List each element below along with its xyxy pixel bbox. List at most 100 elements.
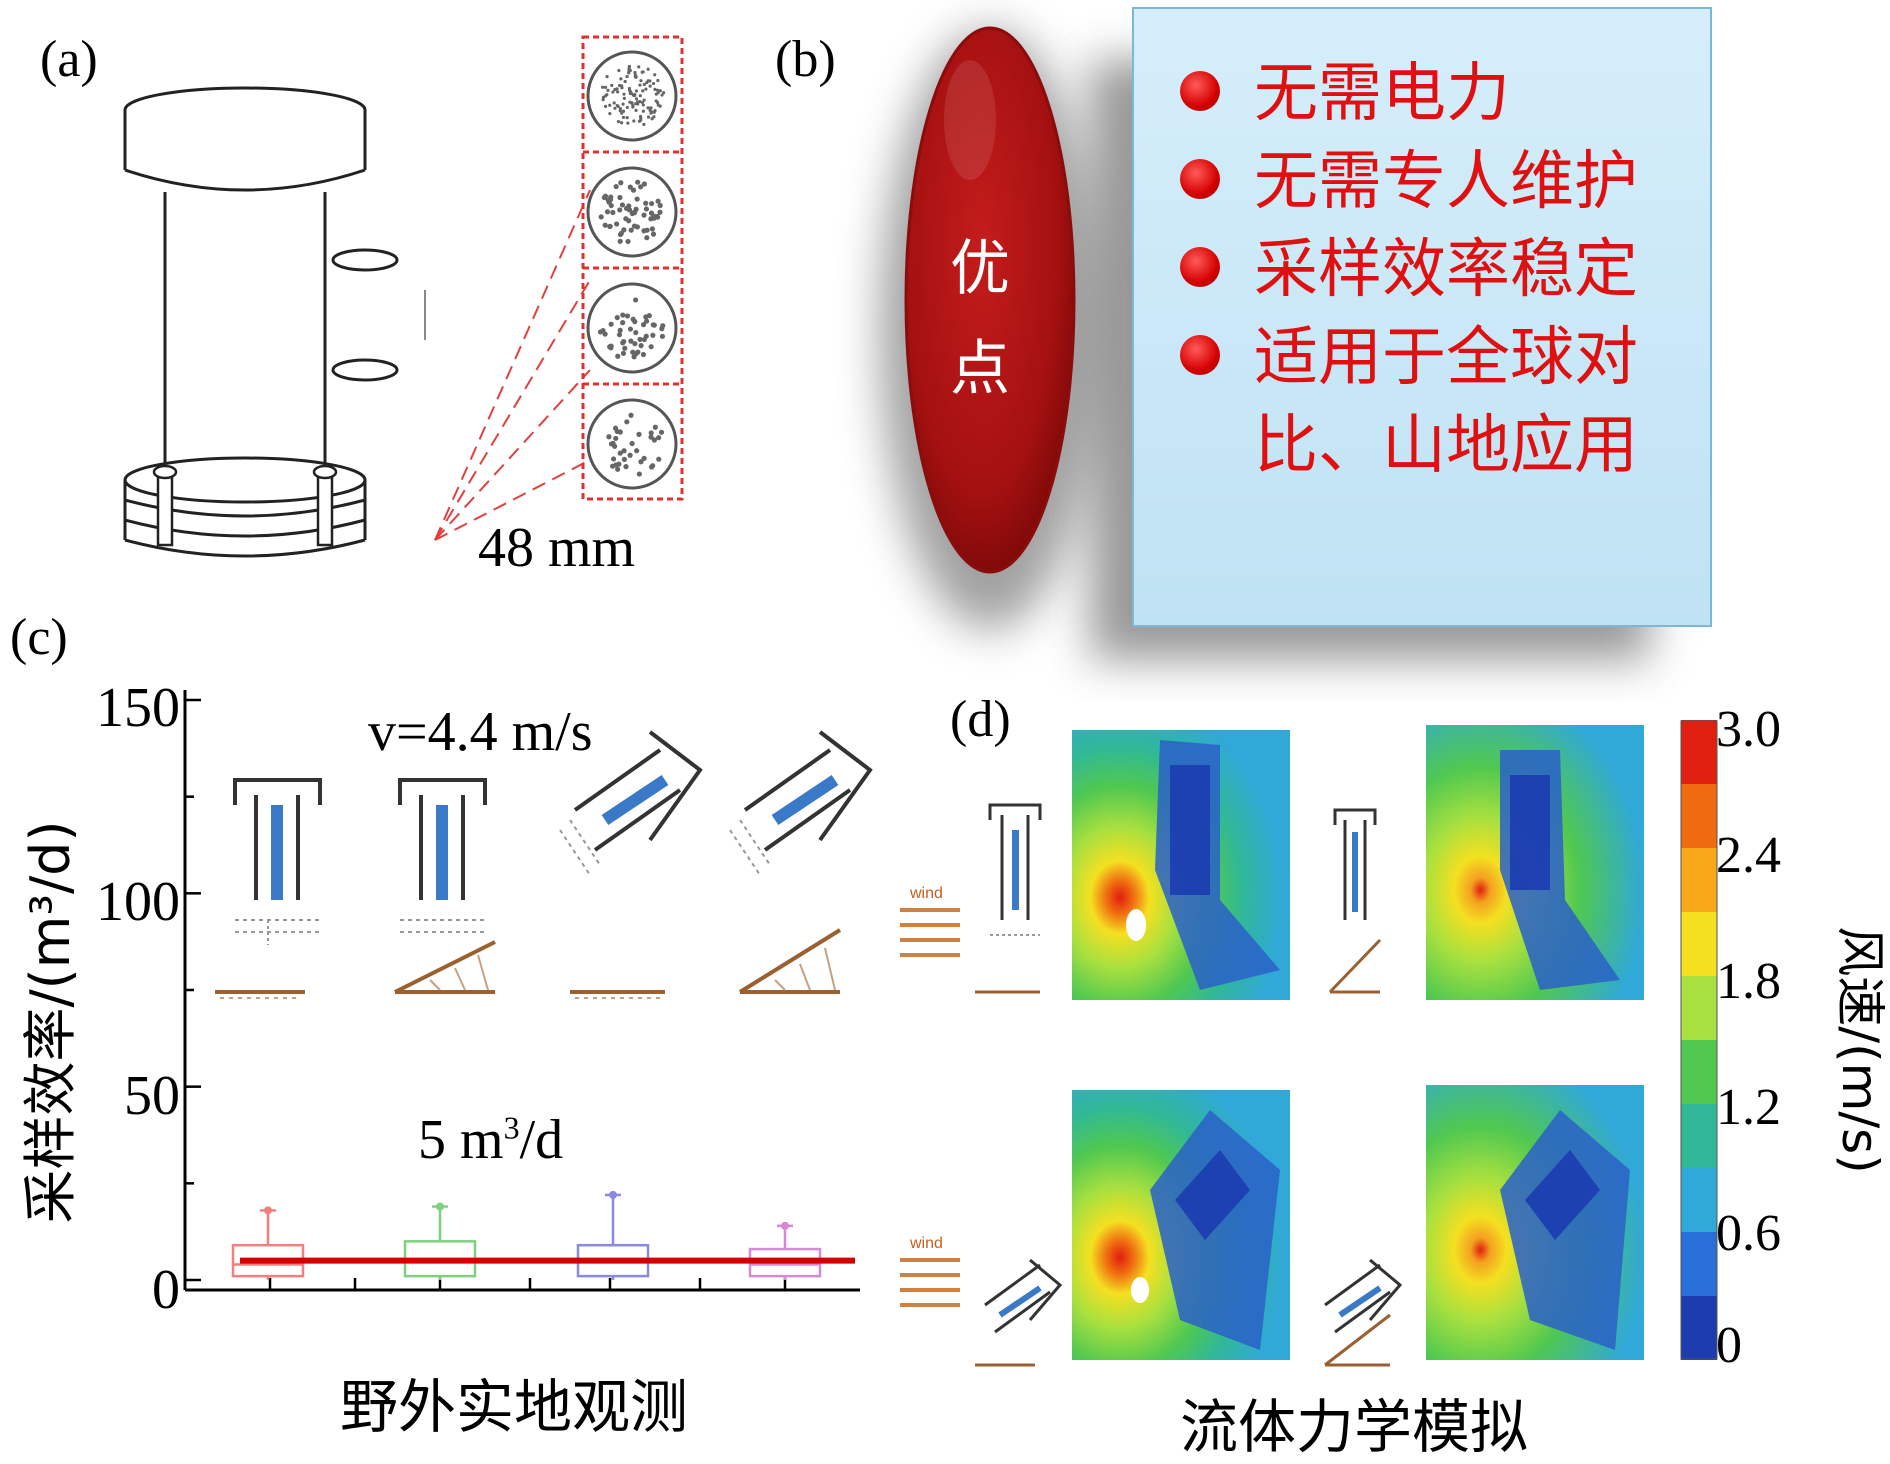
disc-hole: [608, 441, 615, 447]
disc-hole: [623, 79, 627, 84]
disc-hole: [616, 104, 620, 108]
box-outlier: [264, 1206, 272, 1215]
disc-hole: [650, 117, 654, 121]
filter-discs: [581, 35, 684, 501]
panel-c-label: (c): [10, 609, 68, 666]
disc-hole: [639, 79, 643, 83]
rate-annotation: 5 m3/d: [418, 1109, 564, 1171]
disc-hole: [652, 424, 658, 430]
disc-hole: [634, 196, 640, 202]
bullet-dot-icon: [1180, 335, 1220, 376]
colorbar-band: [1681, 1168, 1717, 1233]
disc-hole: [641, 455, 647, 461]
disc-hole: [655, 198, 661, 204]
disc-hole: [653, 87, 657, 91]
disc-hole: [631, 93, 636, 97]
disc-hole: [641, 181, 648, 187]
colorbar-tick: 0.6: [1716, 1205, 1781, 1262]
colorbar-band: [1681, 784, 1717, 849]
disc-hole: [604, 94, 608, 98]
disc-hole: [603, 104, 608, 108]
disc-hole: [630, 101, 634, 105]
disc-hole: [632, 119, 636, 123]
disc-hole: [643, 200, 649, 206]
disc-hole: [625, 74, 629, 79]
disc-hole: [646, 67, 650, 71]
disc-hole: [638, 343, 644, 349]
disc-hole: [620, 350, 627, 356]
disc-hole: [654, 99, 658, 103]
ellipse-title-char-1: 优: [950, 234, 1010, 304]
sampler-drawing: [123, 86, 591, 558]
y-tick-label: 100: [96, 871, 180, 933]
disc-hole: [617, 238, 623, 244]
disc-hole: [617, 327, 623, 333]
disc-hole: [643, 333, 649, 339]
advantage-item: 采样效率稳定: [1180, 238, 1638, 302]
disc-hole: [627, 184, 633, 190]
disc-hole: [625, 105, 629, 110]
disc-hole: [618, 107, 623, 111]
disc-hole: [612, 425, 619, 431]
panel-d-label: (d): [950, 691, 1011, 748]
disc-hole: [626, 121, 630, 125]
disc-hole: [605, 75, 609, 79]
disc-hole: [632, 341, 638, 347]
disc-hole: [608, 202, 614, 209]
disc-hole: [606, 88, 610, 92]
disc-hole: [608, 112, 612, 116]
disc-hole: [603, 85, 608, 89]
disc-hole: [616, 120, 621, 124]
disc-hole: [646, 313, 652, 319]
colorbar-band: [1681, 976, 1717, 1041]
disc-hole: [610, 209, 616, 216]
disc-hole: [627, 326, 634, 332]
disc-hole: [646, 115, 651, 119]
disc-hole: [633, 329, 639, 336]
colorbar-tick: 1.8: [1716, 953, 1781, 1010]
disc-hole: [643, 318, 650, 324]
disc-hole: [617, 450, 623, 456]
disc-hole: [621, 456, 627, 462]
dimension-label: 48 mm: [478, 517, 636, 579]
disc-hole: [618, 180, 624, 186]
disc-hole: [649, 106, 653, 110]
disc-hole: [623, 464, 629, 470]
disc-hole: [649, 464, 655, 470]
disc-hole: [627, 71, 631, 75]
disc-hole: [642, 122, 646, 127]
disc-hole: [636, 471, 642, 477]
disc-hole: [616, 332, 623, 338]
disc-hole: [624, 419, 630, 425]
disc-hole: [657, 209, 663, 215]
disc-hole: [659, 333, 666, 339]
disc-hole: [598, 214, 604, 220]
disc-hole: [632, 319, 638, 325]
panel-a-label: (a): [40, 31, 98, 88]
disc-hole: [656, 456, 662, 462]
disc-hole: [621, 227, 627, 233]
disc-hole: [626, 218, 632, 224]
disc-hole: [641, 228, 647, 234]
disc-hole: [612, 101, 616, 105]
disc-hole: [649, 226, 655, 232]
disc-hole: [607, 344, 613, 350]
disc-hole: [660, 93, 664, 97]
colorbar-band: [1681, 720, 1717, 785]
disc-hole: [660, 323, 666, 329]
disc-hole: [619, 77, 623, 81]
wind-arrows-icon: [900, 1258, 960, 1307]
disc-hole: [621, 115, 626, 120]
disc-hole: [637, 65, 641, 69]
disc-hole: [649, 111, 653, 115]
disc-hole: [646, 106, 650, 110]
colorbar: [1680, 720, 1718, 1360]
disc-hole: [620, 121, 624, 125]
colorbar-tick: 0: [1716, 1317, 1742, 1374]
disc-hole: [648, 434, 654, 440]
y-tick-label: 0: [152, 1259, 180, 1321]
disc-hole: [641, 89, 645, 93]
disc-hole: [634, 89, 639, 93]
disc-hole: [614, 221, 620, 227]
disc-hole: [611, 456, 617, 462]
